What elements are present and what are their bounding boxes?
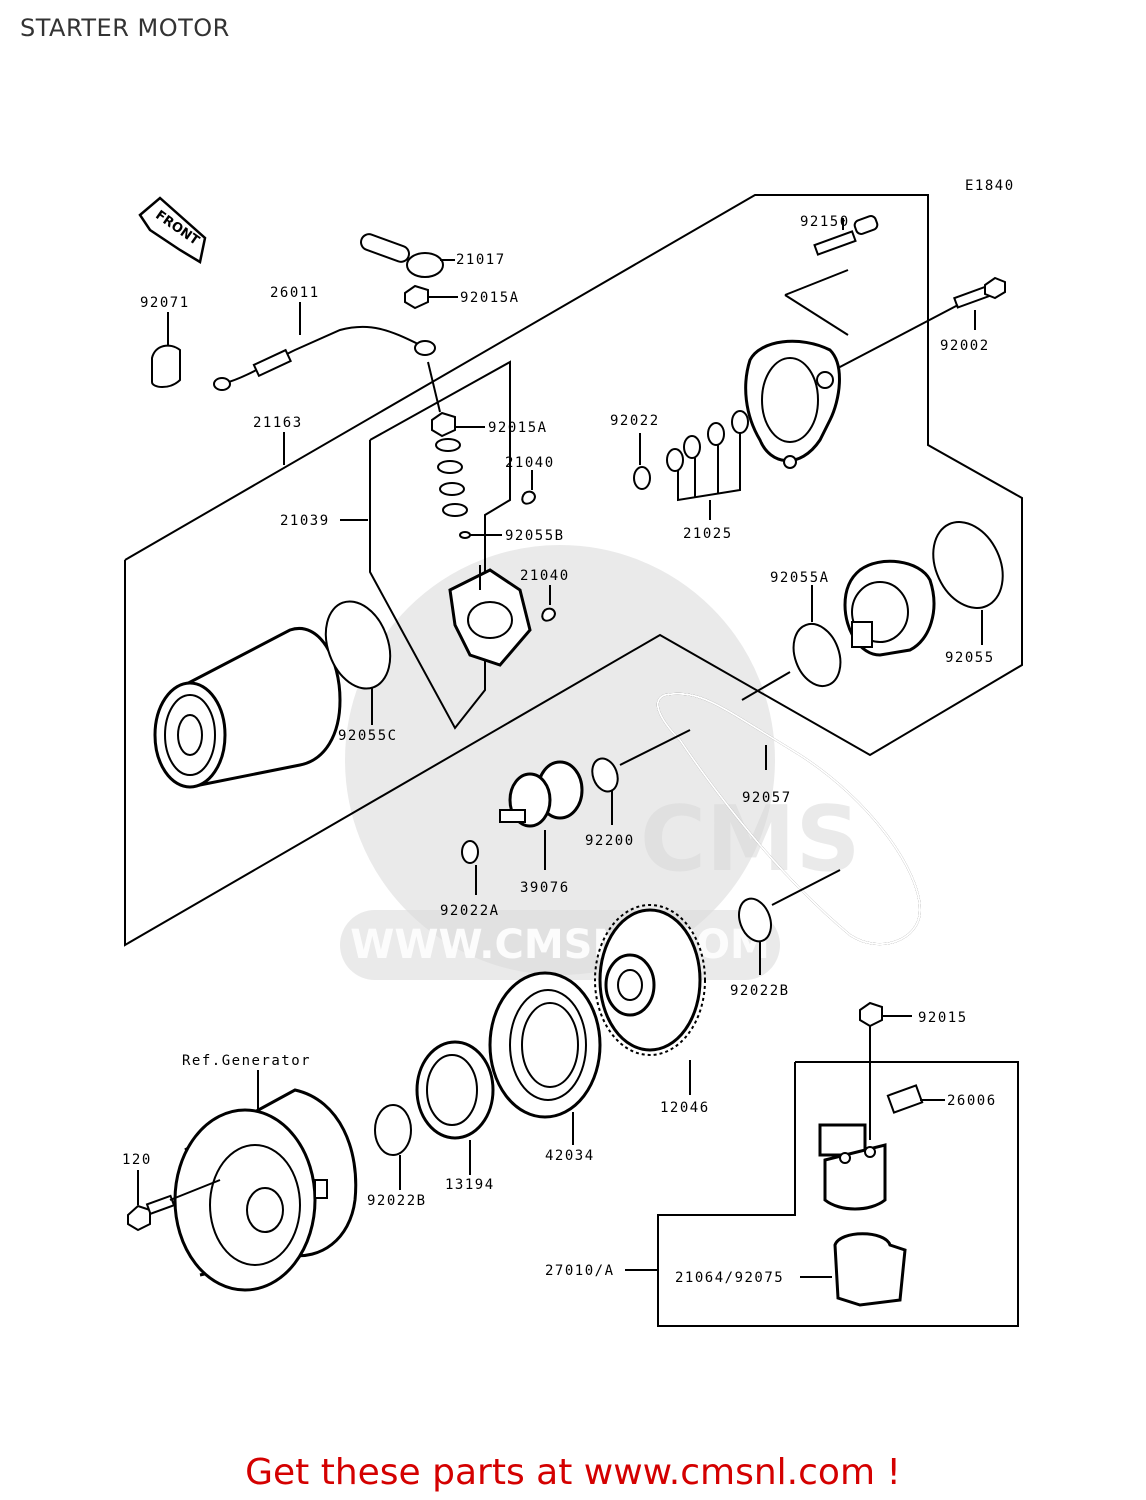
label-92071: 92071 xyxy=(140,295,190,311)
fuse-icon xyxy=(886,1084,924,1114)
label-39076: 39076 xyxy=(520,880,570,896)
gasket-92055 xyxy=(932,521,1004,609)
label-13194: 13194 xyxy=(445,1177,495,1193)
bolt-120 xyxy=(127,1194,176,1232)
label-92055a: 92055A xyxy=(770,570,830,586)
clip-a xyxy=(521,490,536,505)
label-ref-generator: Ref.Generator xyxy=(182,1053,311,1069)
relay-box-outline xyxy=(657,1061,1019,1327)
page-title: STARTER MOTOR xyxy=(20,14,230,42)
label-92022b-left: 92022B xyxy=(367,1193,427,1209)
footer-call-to-action[interactable]: Get these parts at www.cmsnl.com ! xyxy=(245,1452,901,1493)
label-92015: 92015 xyxy=(918,1010,968,1026)
label-12046: 12046 xyxy=(660,1100,710,1116)
label-92015a-mid: 92015A xyxy=(488,420,548,436)
nut-top xyxy=(404,284,429,310)
bolt-92150 xyxy=(813,215,879,256)
motor-assembly-outline xyxy=(124,194,1023,947)
clip-b xyxy=(541,607,556,622)
starter-cable xyxy=(213,325,436,391)
label-21163: 21163 xyxy=(253,415,303,431)
label-92022a: 92022A xyxy=(440,903,500,919)
label-26011: 26011 xyxy=(270,285,320,301)
o-ring-a xyxy=(792,623,842,687)
label-92002: 92002 xyxy=(940,338,990,354)
washer-92022b-right xyxy=(738,897,772,943)
label-92055c: 92055C xyxy=(338,728,398,744)
starter-gear xyxy=(499,760,584,828)
label-92057: 92057 xyxy=(742,790,792,806)
brush-holder-plate xyxy=(448,565,532,667)
sprocket xyxy=(594,904,706,1056)
label-21040-a: 21040 xyxy=(505,455,555,471)
starter-chain xyxy=(656,692,922,945)
motor-yoke xyxy=(153,626,342,789)
relay-cover xyxy=(833,1232,907,1307)
label-92022: 92022 xyxy=(610,413,660,429)
generator-rotor xyxy=(173,1088,358,1292)
label-21064-92075: 21064/92075 xyxy=(675,1270,784,1286)
label-21040-b: 21040 xyxy=(520,568,570,584)
label-92200: 92200 xyxy=(585,833,635,849)
label-92015a-top: 92015A xyxy=(460,290,520,306)
label-92055b: 92055B xyxy=(505,528,565,544)
o-ring-c xyxy=(324,600,392,690)
washer-92022a xyxy=(461,840,479,864)
boot-cover xyxy=(151,344,181,388)
washer-92022b-left xyxy=(374,1104,412,1156)
label-21025: 21025 xyxy=(683,526,733,542)
clutch-housing xyxy=(488,971,602,1119)
reduction-housing xyxy=(843,559,936,657)
watermark: CMS WWW.CMSNL.COM xyxy=(340,545,860,980)
label-21017: 21017 xyxy=(456,252,506,268)
starter-relay xyxy=(818,1123,887,1211)
label-120: 120 xyxy=(122,1152,152,1168)
diagram-code: E1840 xyxy=(965,178,1015,194)
watermark-logo: CMS xyxy=(640,787,860,892)
label-21039: 21039 xyxy=(280,513,330,529)
label-92022b-right: 92022B xyxy=(730,983,790,999)
label-92150: 92150 xyxy=(800,214,850,230)
washer-92200 xyxy=(591,757,619,793)
one-way-clutch xyxy=(415,1040,495,1140)
end-cover xyxy=(744,339,841,469)
label-27010a: 27010/A xyxy=(545,1263,615,1279)
nut-92015 xyxy=(859,1001,883,1028)
shim-92022 xyxy=(633,466,651,490)
label-26006: 26006 xyxy=(947,1093,997,1109)
front-arrow-icon: FRONT xyxy=(138,196,207,264)
label-42034: 42034 xyxy=(545,1148,595,1164)
nut-mid xyxy=(431,411,456,438)
bolt-92002 xyxy=(953,276,1006,309)
label-92055: 92055 xyxy=(945,650,995,666)
watermark-url: WWW.CMSNL.COM xyxy=(350,922,770,968)
terminal-cap xyxy=(360,233,444,278)
